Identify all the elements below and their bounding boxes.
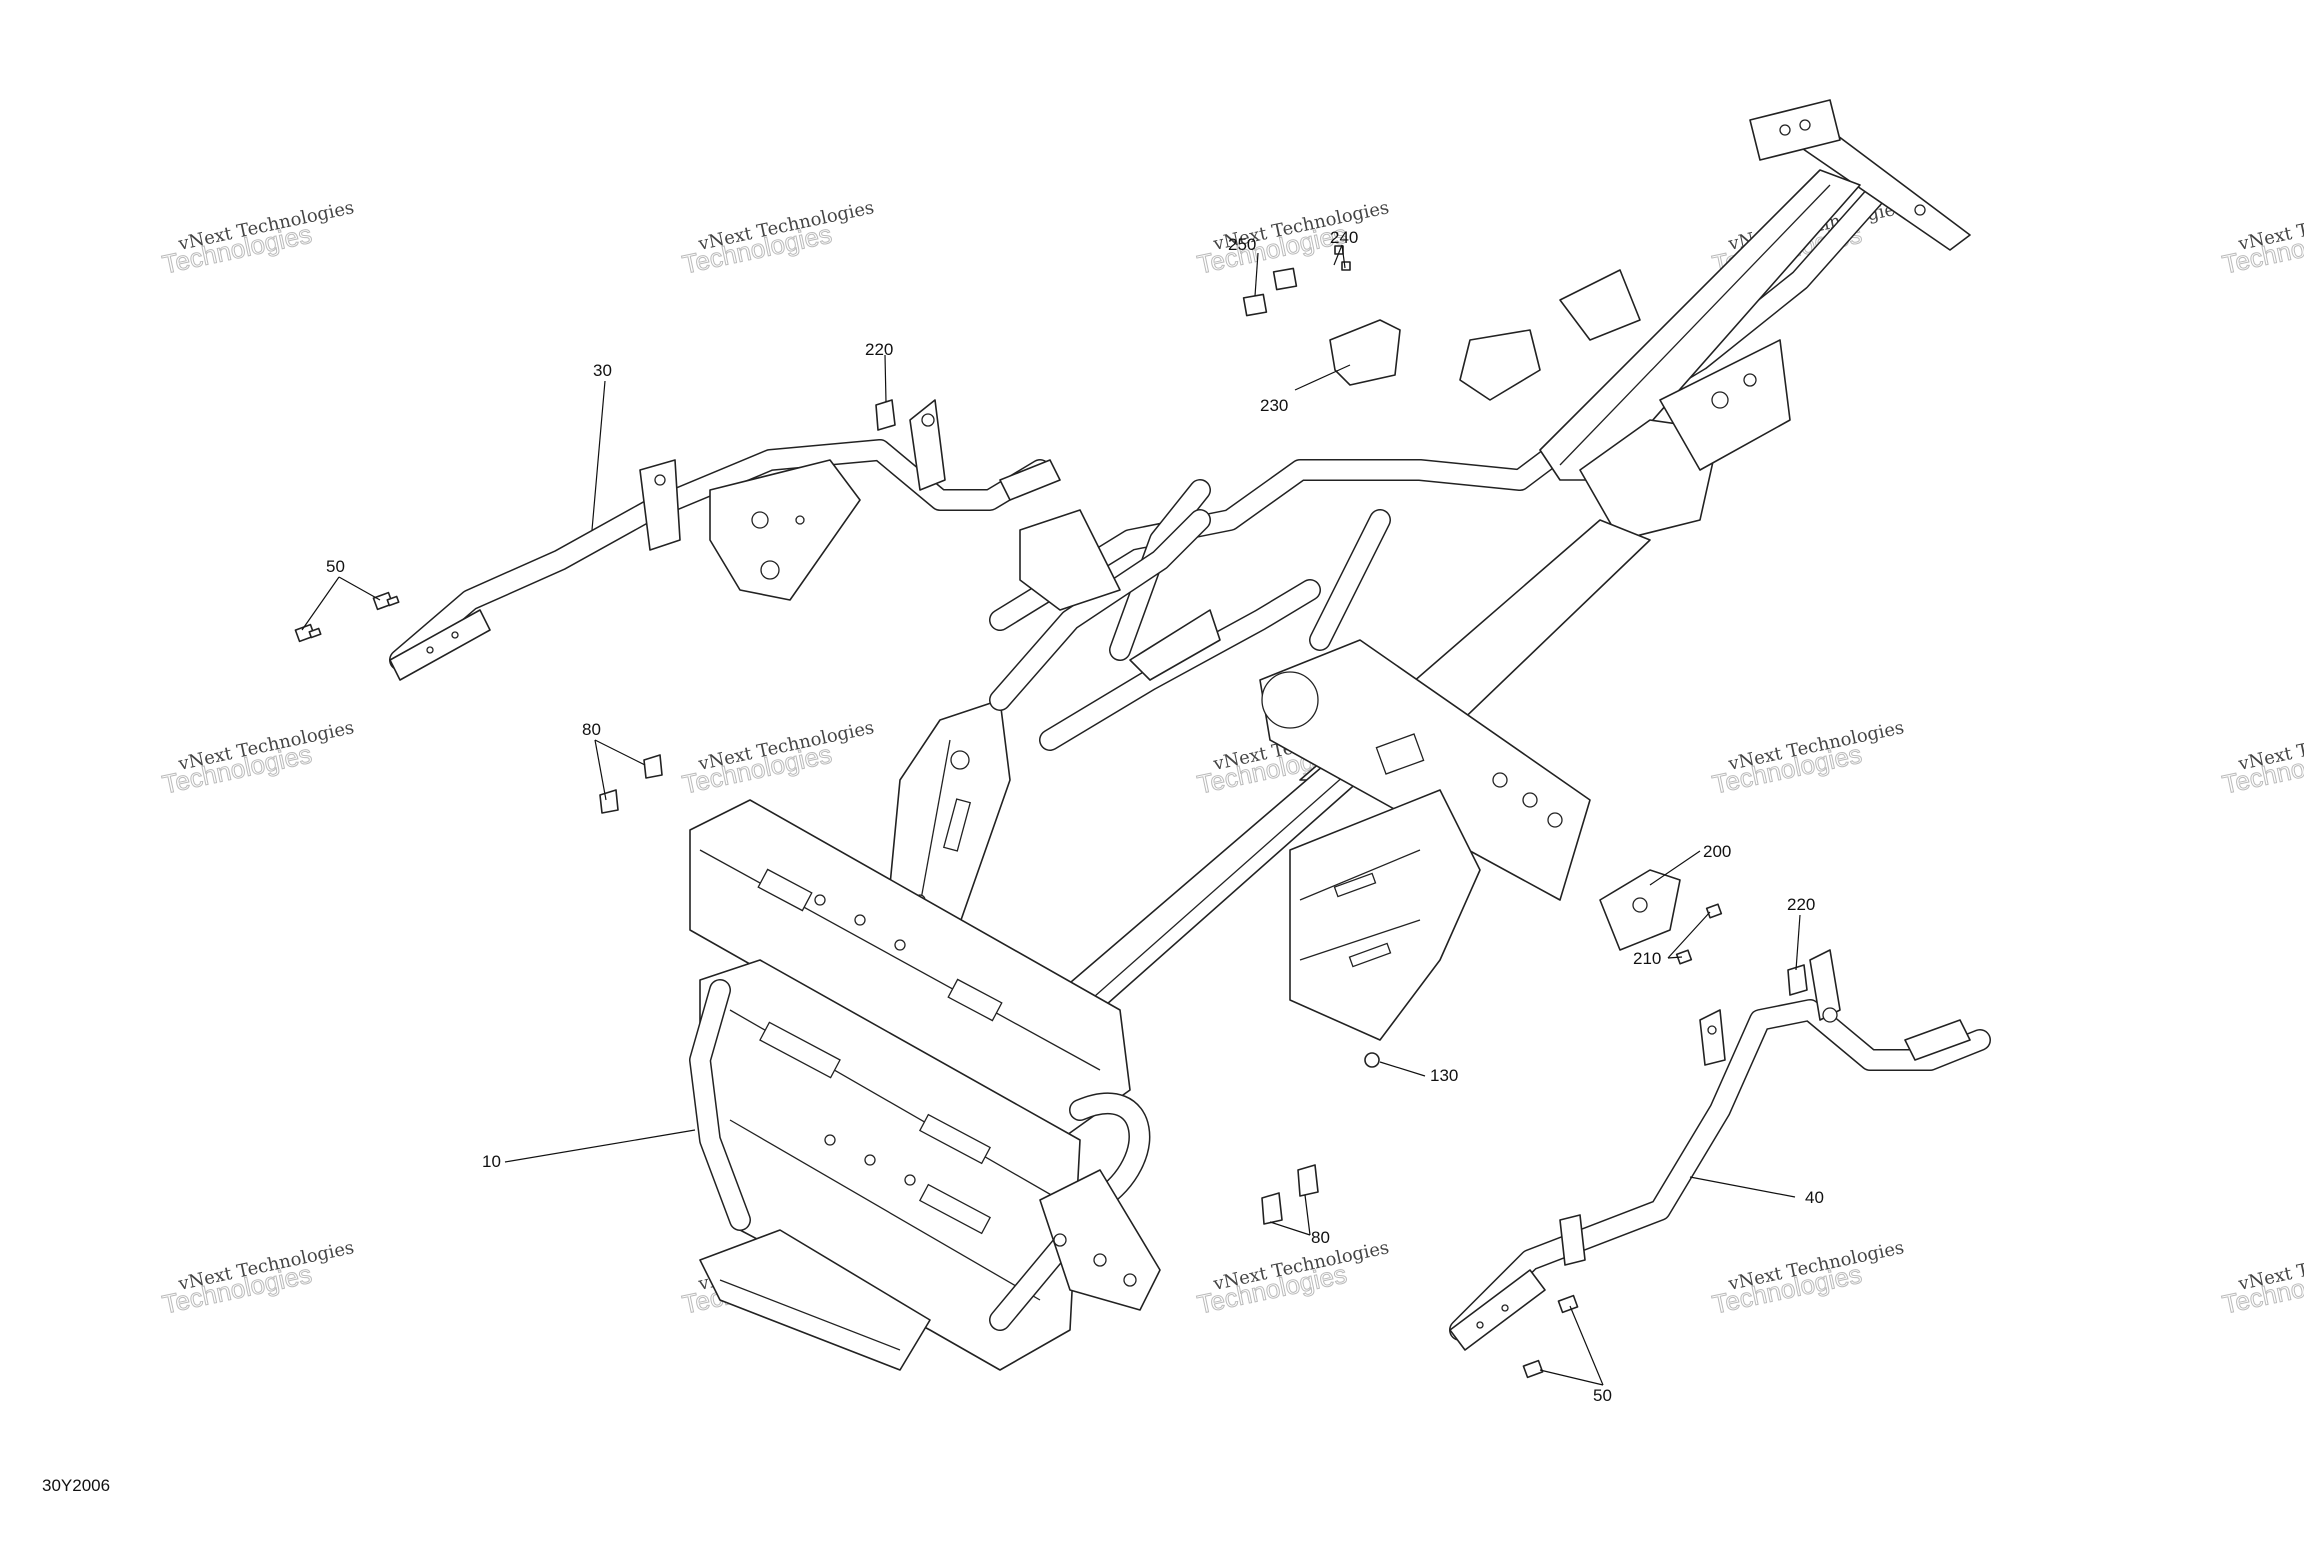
callout-50-left: 50 (326, 557, 345, 576)
small-parts (294, 245, 1808, 1379)
callout-40: 40 (1805, 1188, 1824, 1207)
watermark: Technologies vNext Technologies (679, 197, 876, 280)
bracket-230 (1329, 319, 1401, 386)
bolt-50-lower-left (294, 623, 322, 643)
callout-220-left: 220 (865, 340, 893, 359)
watermark: Technologies vNext Technologies (1194, 1237, 1391, 1320)
watermark: Technologies vNext Technologies (2219, 197, 2304, 280)
clip-250-left (1242, 293, 1268, 317)
watermark: Technologies vNext Technologies (679, 717, 876, 800)
watermarks: Technologies vNext Technologies Technolo… (159, 197, 2304, 1320)
mid-crossbeam (1259, 639, 1591, 901)
figure-code: 30Y2006 (42, 1476, 110, 1495)
front-skid (699, 1229, 931, 1371)
clip-80-lower (1261, 1164, 1319, 1225)
main-frame (689, 99, 1971, 1371)
left-side-tube (389, 399, 1061, 681)
callout-80-lower: 80 (1311, 1228, 1330, 1247)
nut-240-lower (1341, 261, 1351, 271)
callout-10: 10 (482, 1152, 501, 1171)
watermark: Technologies vNext Technologies (1709, 717, 1906, 800)
watermark: Technologies vNext Technologies (1194, 197, 1391, 280)
clip-220-right (1787, 964, 1808, 996)
mid-cage (1289, 789, 1481, 1041)
watermark: Technologies vNext Technologies (2219, 717, 2304, 800)
watermark: Technologies vNext Technologies (2219, 1237, 2304, 1320)
callout-250: 250 (1228, 235, 1256, 254)
callout-30: 30 (593, 361, 612, 380)
front-box (689, 799, 1131, 1141)
leader-lines (301, 244, 1801, 1386)
bolt-50-lower-right (1522, 1359, 1544, 1379)
nut-130 (1364, 1052, 1380, 1068)
clip-220-left (875, 399, 896, 431)
nut-210-upper (1705, 903, 1723, 919)
callout-80-left: 80 (582, 720, 601, 739)
watermark: Technologies vNext Technologies (159, 717, 356, 800)
callout-210: 210 (1633, 949, 1661, 968)
left-tube-bracket (709, 459, 861, 601)
nut-210-lower (1675, 949, 1693, 965)
callouts: 10 30 40 50 50 80 80 130 200 210 220 220… (326, 228, 1824, 1405)
clip-250-right (1272, 267, 1298, 291)
bolt-50-upper-left (372, 591, 400, 611)
callout-220-right: 220 (1787, 895, 1815, 914)
watermark: Technologies vNext Technologies (159, 197, 356, 280)
callout-50-right: 50 (1593, 1386, 1612, 1405)
watermark: Technologies vNext Technologies (159, 1237, 356, 1320)
bolt-50-upper-right (1557, 1294, 1579, 1314)
clip-80-upper-left (599, 754, 663, 814)
callout-200: 200 (1703, 842, 1731, 861)
callout-130: 130 (1430, 1066, 1458, 1085)
watermark: Technologies vNext Technologies (1709, 1237, 1906, 1320)
right-side-tube (1449, 949, 1991, 1351)
callout-230: 230 (1260, 396, 1288, 415)
callout-240: 240 (1330, 228, 1358, 247)
